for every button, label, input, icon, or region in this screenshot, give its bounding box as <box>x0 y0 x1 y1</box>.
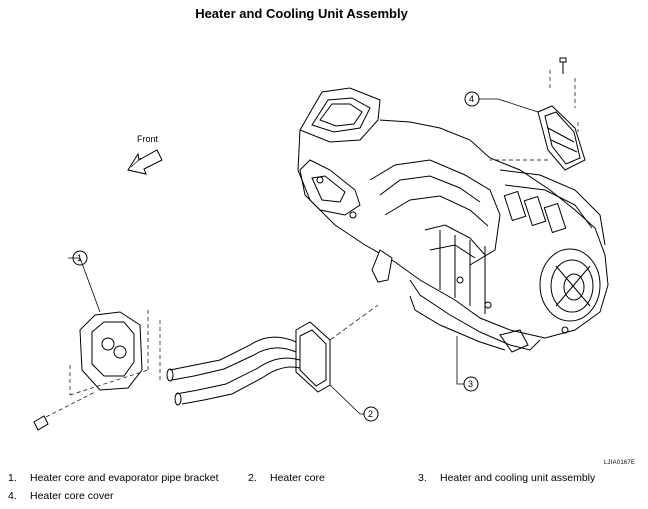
heater-core <box>166 304 379 406</box>
heater-cooling-unit <box>297 87 609 353</box>
page-title: Heater and Cooling Unit Assembly <box>195 6 408 21</box>
legend-item-4: 4.Heater core cover <box>8 490 114 502</box>
front-label: Front <box>137 134 159 144</box>
callout-3: 3 <box>456 336 479 392</box>
figure-code: LJIA0167E <box>604 460 636 466</box>
svg-text:4: 4 <box>469 94 474 104</box>
heater-core-cover <box>490 57 586 171</box>
front-arrow-icon <box>127 149 163 175</box>
callout-4: 4 <box>464 91 539 113</box>
pipe-bracket <box>33 310 161 431</box>
legend-item-3: 3.Heater and cooling unit assembly <box>418 472 596 484</box>
svg-text:2: 2 <box>368 409 373 419</box>
callout-2: 2 <box>329 384 379 422</box>
legend-item-1: 1.Heater core and evaporator pipe bracke… <box>8 472 219 484</box>
legend-item-2: 2.Heater core <box>248 472 325 484</box>
svg-text:3: 3 <box>468 379 473 389</box>
callout-1: 1 <box>68 250 101 313</box>
